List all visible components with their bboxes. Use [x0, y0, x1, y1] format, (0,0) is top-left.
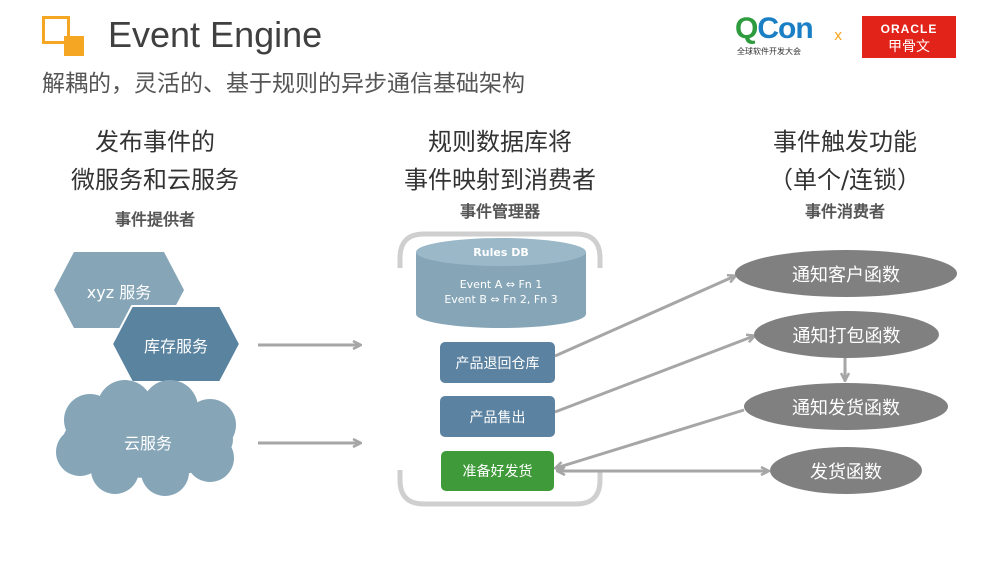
page-subtitle: 解耦的，灵活的、基于规则的异步通信基础架构 — [42, 71, 525, 97]
event-ready-to-ship: 准备好发货 — [441, 451, 554, 491]
fn-ship: 发货函数 — [770, 447, 922, 494]
oracle-logo: ORACLE 甲骨文 — [862, 16, 956, 58]
fn-notify-shipping: 通知发货函数 — [744, 383, 948, 430]
fn-notify-customer: 通知客户函数 — [735, 250, 957, 297]
inventory-service-label: 库存服务 — [143, 337, 208, 356]
rules-db-rule-1: Event A ⇔ Fn 1 — [459, 278, 543, 291]
rules-db-cylinder — [416, 238, 586, 328]
rules-db-rule-2: Event B ⇔ Fn 2, Fn 3 — [444, 293, 558, 306]
inventory-service-hexagon — [110, 305, 242, 383]
consumer-heading-line2: （单个/连锁） — [768, 166, 922, 194]
qcon-logo-subtitle: 全球软件开发大会 — [737, 47, 801, 56]
arrow-return-to-notify-customer — [554, 276, 735, 358]
rules-db-title: Rules DB — [473, 246, 529, 259]
event-product-returned: 产品退回仓库 — [440, 342, 555, 383]
xyz-service-label: xyz 服务 — [86, 283, 152, 302]
provider-heading-line1: 发布事件的 — [95, 128, 215, 156]
arrow-sold-to-notify-pack — [554, 336, 754, 414]
manager-subheading: 事件管理器 — [459, 202, 540, 221]
provider-heading-line2: 微服务和云服务 — [71, 166, 239, 194]
fn-notify-packing: 通知打包函数 — [754, 311, 939, 358]
consumer-subheading: 事件消费者 — [804, 202, 885, 221]
qcon-logo: QCon — [735, 12, 814, 45]
title-logo-outline — [42, 16, 70, 44]
manager-bracket-bottom — [397, 470, 603, 507]
provider-subheading: 事件提供者 — [114, 210, 195, 229]
manager-bracket-top — [397, 231, 603, 268]
page-title: Event Engine — [108, 14, 323, 55]
manager-heading-line2: 事件映射到消费者 — [404, 166, 596, 194]
arrow-notify-ship-to-ready — [556, 408, 745, 468]
consumer-heading-line1: 事件触发功能 — [773, 128, 917, 156]
event-product-sold: 产品售出 — [440, 396, 555, 437]
title-logo-fill — [64, 36, 84, 56]
manager-heading-line1: 规则数据库将 — [428, 128, 572, 156]
cloud-service-label: 云服务 — [123, 434, 172, 453]
cloud-service-shape — [56, 380, 236, 496]
partner-separator: x — [834, 28, 843, 44]
